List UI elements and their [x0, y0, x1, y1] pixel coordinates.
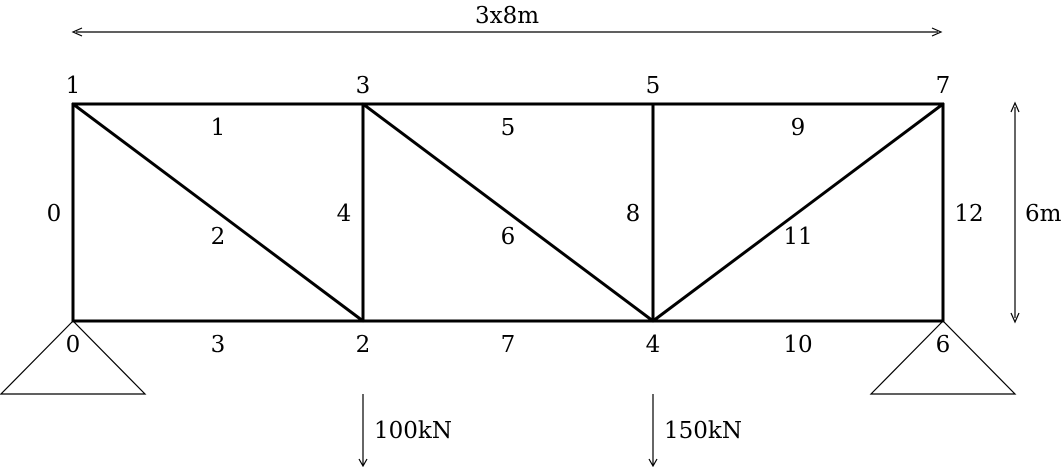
member-label-1: 1 [211, 115, 226, 141]
node-label-0: 0 [66, 332, 81, 358]
member-label-8: 8 [626, 201, 641, 227]
node-labels: 0 1 2 3 4 5 6 7 [66, 73, 951, 358]
span-label: 3x8m [475, 3, 539, 29]
span-dimension: 3x8m [71, 3, 943, 37]
load-arrowhead-4-icon [648, 458, 658, 467]
node-label-7: 7 [936, 73, 951, 99]
member-label-7: 7 [501, 332, 516, 358]
loads: 100kN 150kN [358, 394, 742, 467]
load-arrowhead-2-icon [358, 458, 368, 467]
node-label-1: 1 [66, 73, 81, 99]
truss-members [71, 102, 945, 323]
pin-support-0-icon [0, 320, 147, 395]
member-label-12: 12 [954, 201, 983, 227]
member-6 [361, 102, 655, 323]
member-label-5: 5 [501, 115, 516, 141]
load-label-2: 100kN [374, 418, 452, 444]
node-label-4: 4 [646, 332, 661, 358]
height-label: 6m [1025, 201, 1062, 227]
member-label-0: 0 [47, 201, 62, 227]
member-label-10: 10 [783, 332, 812, 358]
node-label-5: 5 [646, 73, 661, 99]
node-label-2: 2 [356, 332, 371, 358]
node-label-6: 6 [936, 332, 951, 358]
height-arrow-top-icon [1010, 101, 1020, 113]
member-2 [71, 102, 365, 323]
node-label-3: 3 [356, 73, 371, 99]
pin-support-6-icon [869, 320, 1017, 395]
span-arrow-right-icon [931, 27, 943, 37]
member-label-11: 11 [783, 224, 812, 250]
member-label-6: 6 [501, 224, 516, 250]
span-arrow-left-icon [71, 27, 83, 37]
member-label-9: 9 [791, 115, 806, 141]
member-label-3: 3 [211, 332, 226, 358]
member-11 [651, 102, 945, 323]
member-label-4: 4 [337, 201, 352, 227]
supports [0, 320, 1017, 395]
height-dimension: 6m [1010, 101, 1062, 324]
load-label-4: 150kN [664, 418, 742, 444]
height-arrow-bottom-icon [1010, 312, 1020, 324]
member-label-2: 2 [211, 224, 226, 250]
